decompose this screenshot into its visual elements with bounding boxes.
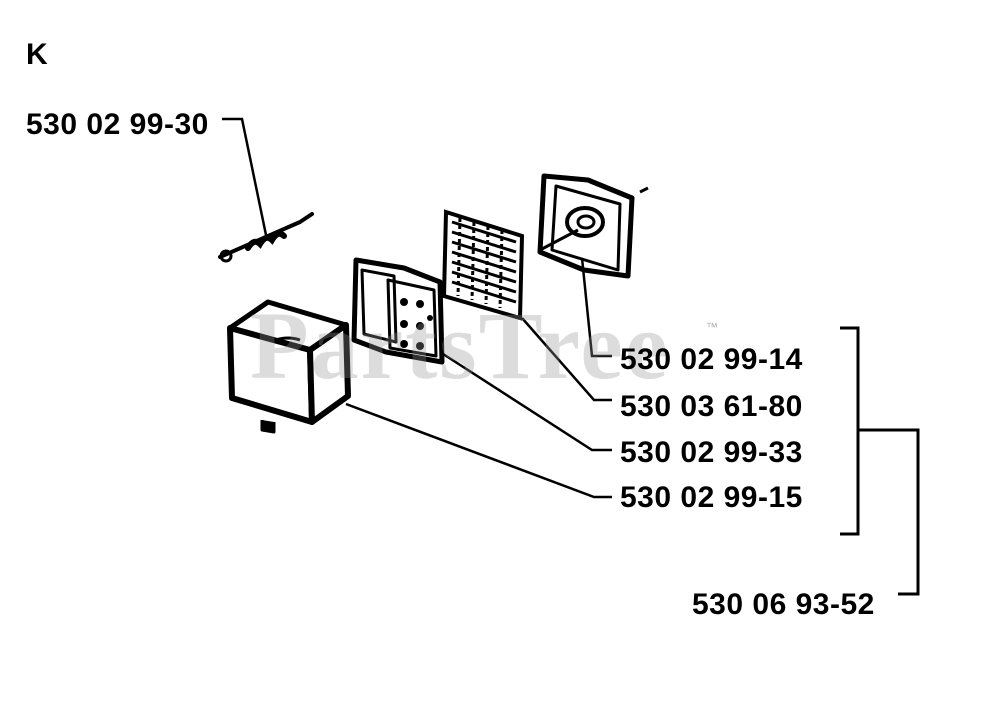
filter-holder-part xyxy=(351,257,445,365)
part-number-assembly[interactable]: 530 06 93-52 xyxy=(692,588,875,621)
filter-base-part xyxy=(227,299,351,434)
watermark: PartsTree xyxy=(250,292,670,399)
filter-screen-part xyxy=(441,209,525,321)
part-number-filter-holder[interactable]: 530 02 99-33 xyxy=(620,436,803,469)
part-number-filter-screen[interactable]: 530 03 61-80 xyxy=(620,390,803,423)
part-number-filter-cover[interactable]: 530 02 99-14 xyxy=(620,343,803,376)
part-number-spring[interactable]: 530 02 99-30 xyxy=(26,108,209,141)
filter-cover-part xyxy=(537,173,649,279)
section-letter: K xyxy=(26,38,49,71)
part-number-filter-base[interactable]: 530 02 99-15 xyxy=(620,481,803,514)
spring-part xyxy=(218,212,314,263)
leader-lines xyxy=(222,117,612,499)
assembly-bracket xyxy=(840,326,920,596)
trademark-symbol: ™ xyxy=(706,320,718,334)
